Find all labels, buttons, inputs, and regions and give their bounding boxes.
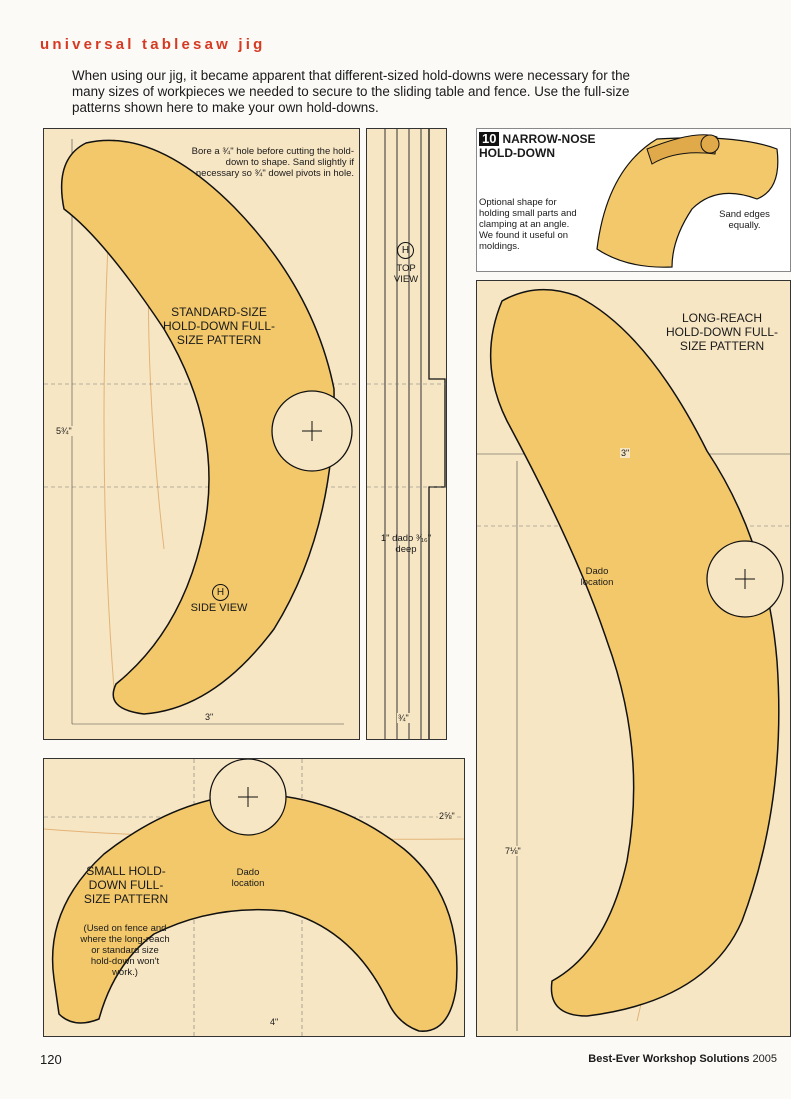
- small-width-dim: 4": [269, 1017, 280, 1027]
- intro-paragraph: When using our jig, it became apparent t…: [72, 68, 630, 115]
- long-reach-height-dim: 7⅛": [504, 846, 522, 856]
- small-holddown-board: SMALL HOLD-DOWN FULL-SIZE PATTERN (Used …: [43, 758, 465, 1037]
- page-number: 120: [40, 1052, 62, 1067]
- publication-year: 2005: [752, 1053, 777, 1065]
- standard-holddown-board: Bore a ¾" hole before cutting the hold-d…: [43, 128, 360, 740]
- long-reach-board: LONG-REACH HOLD-DOWN FULL-SIZE PATTERN 3…: [476, 280, 791, 1037]
- step-number: 10: [479, 132, 500, 146]
- top-view-board: H TOP VIEW 1" dado ³⁄₁₆" deep ¾": [366, 128, 447, 740]
- publication-footer: Best-Ever Workshop Solutions 2005: [588, 1053, 777, 1065]
- small-height-dim: 2⅝": [438, 811, 456, 821]
- optional-shape-note: Optional shape for holding small parts a…: [479, 197, 577, 252]
- bore-note: Bore a ¾" hole before cutting the hold-d…: [191, 146, 354, 179]
- long-reach-dado-label: Dado location: [580, 566, 614, 588]
- top-view-marker: H: [397, 242, 414, 259]
- long-reach-width-dim: 3": [620, 448, 631, 458]
- long-reach-drawing: [477, 288, 790, 1031]
- page-section-title: universal tablesaw jig: [40, 36, 266, 53]
- side-view-marker: H: [212, 584, 229, 601]
- top-view-width-dim: ¾": [397, 713, 410, 723]
- dado-depth-note: 1" dado ³⁄₁₆" deep: [380, 533, 432, 555]
- standard-holddown-shape: [60, 139, 335, 715]
- standard-width-dim: 3": [204, 712, 215, 722]
- small-usage-note: (Used on fence and where the long-reach …: [80, 923, 170, 978]
- small-holddown-shape: [51, 793, 458, 1032]
- small-holddown-drawing: [44, 759, 464, 1036]
- standard-height-dim: 5¾": [55, 426, 73, 436]
- small-dado-label: Dado location: [231, 867, 265, 889]
- small-pattern-label: SMALL HOLD-DOWN FULL-SIZE PATTERN: [83, 864, 169, 906]
- publication-title: Best-Ever Workshop Solutions: [588, 1053, 750, 1065]
- sand-edges-note: Sand edges equally.: [719, 209, 770, 231]
- top-view-label: TOP VIEW: [393, 263, 419, 285]
- standard-pattern-label: STANDARD-SIZE HOLD-DOWN FULL-SIZE PATTER…: [162, 305, 275, 347]
- long-reach-shape: [489, 288, 780, 1017]
- side-view-label: SIDE VIEW: [190, 602, 248, 614]
- standard-holddown-drawing: [44, 138, 359, 725]
- narrow-nose-illustration: [596, 134, 779, 268]
- long-reach-pattern-label: LONG-REACH HOLD-DOWN FULL-SIZE PATTERN: [665, 311, 778, 353]
- top-view-drawing: [367, 129, 446, 739]
